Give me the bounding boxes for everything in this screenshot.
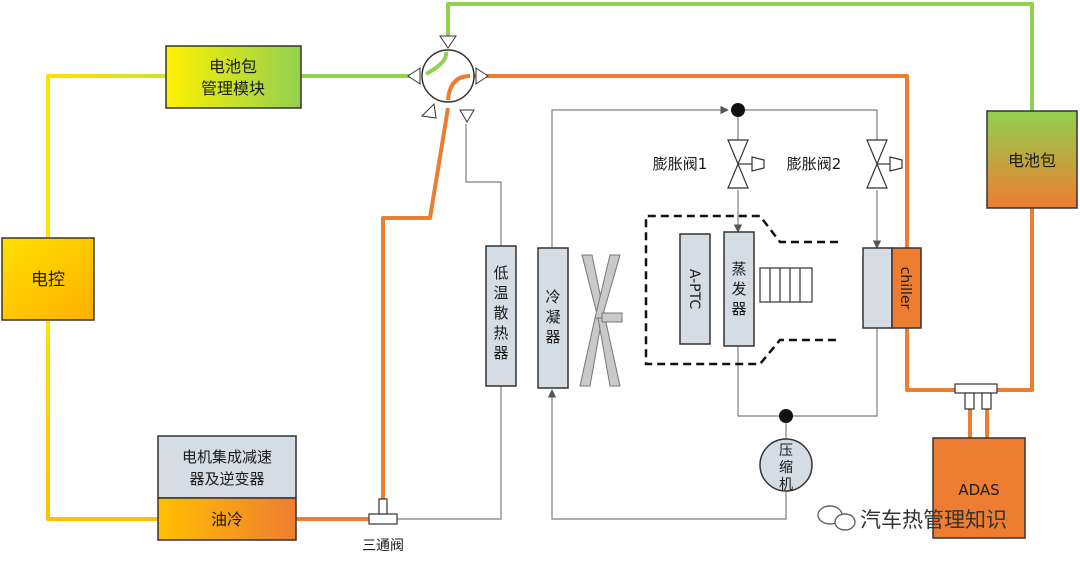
- lt-radiator-char-5: 器: [493, 344, 508, 362]
- condenser-char-3: 器: [545, 328, 560, 346]
- ecu-to-bms-line: [46, 74, 168, 238]
- compressor-char-3: 机: [779, 477, 793, 493]
- lt-radiator-box: 低 温 散 热 器: [485, 245, 517, 387]
- evaporator-char-3: 器: [731, 300, 746, 318]
- expansion-valve-1-label: 膨胀阀1: [653, 155, 708, 173]
- condenser-top-line: [551, 105, 729, 248]
- three-way-valve-label: 三通阀: [362, 538, 404, 554]
- lt-radiator-char-2: 温: [493, 284, 508, 302]
- bms-box: 电池包 管理模块: [165, 45, 302, 109]
- watermark-text: 汽车热管理知识: [860, 508, 1007, 532]
- compressor-char-1: 压: [779, 443, 793, 459]
- motor-label-1: 电机集成减速: [182, 448, 272, 466]
- expansion-valve-2-icon[interactable]: [866, 139, 903, 189]
- valve-to-chiller-line: [472, 74, 909, 248]
- chiller-label: chiller: [897, 267, 913, 310]
- refrigerant-junction-bottom: [779, 409, 793, 423]
- lt-radiator-char-4: 热: [493, 324, 508, 342]
- hvac-duct-outline: [644, 214, 838, 366]
- motor-label-2: 器及逆变器: [189, 470, 264, 488]
- oil-cooling-label: 油冷: [211, 510, 243, 529]
- expansion-valve-2-label: 膨胀阀2: [787, 155, 842, 173]
- chiller-box: chiller: [862, 247, 922, 329]
- wechat-icon: [817, 505, 856, 531]
- aptc-box: A-PTC: [679, 233, 711, 345]
- compressor-char-2: 缩: [779, 460, 793, 476]
- lt-radiator-return-line: [465, 124, 502, 246]
- ecu-to-oil-line: [46, 320, 160, 521]
- comp-to-condenser-line: [547, 389, 787, 520]
- condenser-char-2: 凝: [545, 308, 560, 326]
- expansion-valve-1-icon[interactable]: [727, 139, 765, 189]
- condenser-char-1: 冷: [545, 288, 560, 306]
- aptc-label: A-PTC: [686, 269, 702, 309]
- threeway-to-valve-line: [381, 107, 450, 505]
- blower-grille-icon: [759, 267, 813, 303]
- watermark: 汽车热管理知识: [817, 505, 1007, 532]
- chiller-to-adas-line: [905, 208, 1034, 392]
- condenser-box: 冷 凝 器: [537, 247, 569, 389]
- ecu-label: 电控: [31, 270, 65, 290]
- evaporator-char-1: 蒸: [731, 260, 746, 278]
- bms-label-1: 电池包: [209, 57, 257, 76]
- four-way-valve-icon[interactable]: [407, 35, 489, 123]
- compressor-box: 压 缩 机: [759, 438, 813, 493]
- evaporator-box: 蒸 发 器: [723, 231, 755, 347]
- motor-box: 电机集成减速 器及逆变器 油冷: [157, 435, 297, 541]
- top-junction-line: [738, 109, 878, 140]
- battery-pack-label: 电池包: [1008, 151, 1056, 170]
- battery-pack-box: 电池包: [986, 110, 1078, 209]
- evaporator-char-2: 发: [731, 280, 746, 298]
- coolant-lines: [46, 2, 1034, 521]
- refrigerant-junction-top: [731, 103, 745, 117]
- lt-radiator-char-3: 散: [493, 304, 508, 322]
- adas-manifold-icon: [954, 383, 998, 410]
- lt-radiator-char-1: 低: [493, 264, 508, 282]
- evap-to-comp-line: [737, 328, 878, 417]
- bms-label-2: 管理模块: [201, 79, 265, 98]
- adas-label: ADAS: [958, 481, 999, 499]
- fan-icon: [579, 254, 623, 387]
- valve-to-battery-line: [446, 2, 1034, 111]
- three-way-valve-icon[interactable]: [368, 498, 398, 525]
- lt-radiator-out-line: [392, 386, 502, 520]
- adas-box: ADAS: [932, 437, 1026, 539]
- ecu-box: 电控: [1, 237, 95, 321]
- refrigerant-lines: [392, 105, 882, 520]
